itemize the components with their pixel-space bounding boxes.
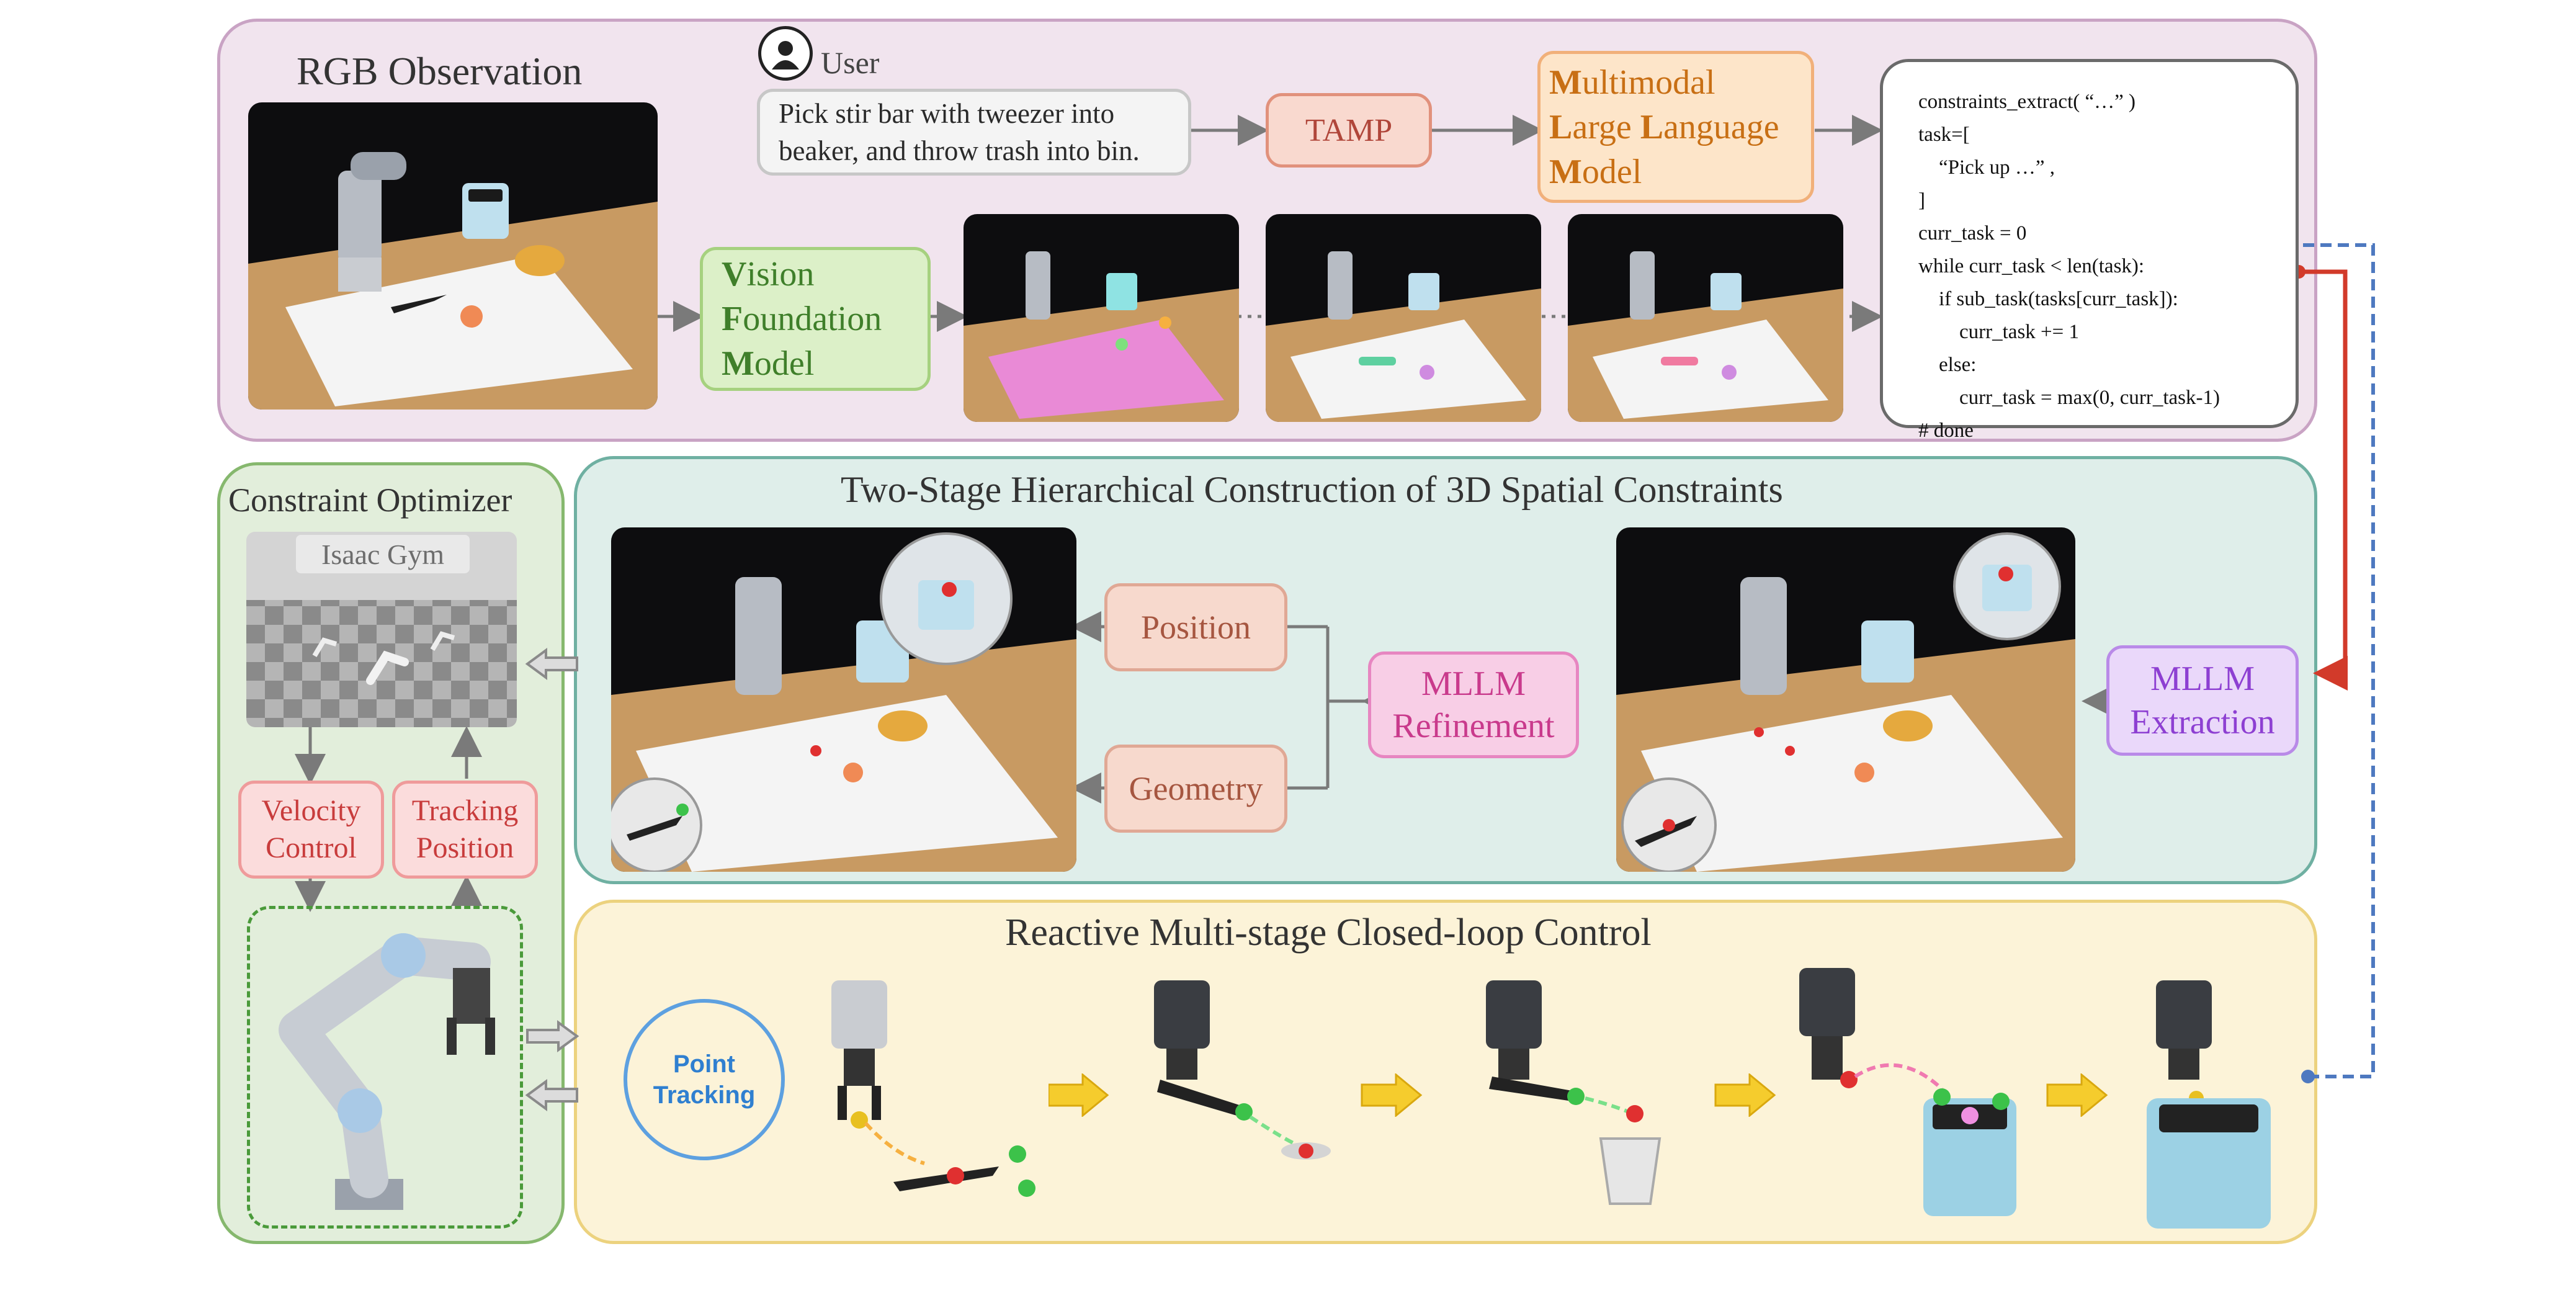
code-line: curr_task = 0 [1918, 222, 2027, 244]
vfm-line2: Foundation [722, 300, 882, 338]
code-line: curr_task = max(0, curr_task-1) [1918, 387, 2220, 409]
rgb-observation-image [248, 102, 658, 410]
segmented-frame-1 [964, 214, 1239, 422]
user-label: User [821, 45, 880, 80]
code-line: “Pick up …” , [1918, 156, 2055, 179]
user-instruction-line1: Pick stir bar with tweezer into [779, 98, 1115, 129]
constraint-optimizer-title: Constraint Optimizer [228, 481, 512, 519]
position-box: Position [1104, 583, 1287, 671]
reactive-stage-1 [831, 980, 1035, 1197]
segmented-frame-3 [1568, 214, 1843, 422]
vision-foundation-model-box: Vision Foundation Model [700, 247, 931, 391]
mllm-box: Multimodal Large Language Model [1537, 51, 1814, 203]
robot-arm-icon [279, 933, 495, 1210]
refined-constraint-image [611, 527, 1076, 872]
rgb-observation-title: RGB Observation [297, 49, 583, 93]
user-instruction-line2: beaker, and throw trash into bin. [779, 135, 1140, 166]
mllm-line1: Multimodal [1549, 63, 1715, 102]
user-instruction-box: Pick stir bar with tweezer into beaker, … [757, 89, 1191, 176]
isaac-gym-label: Isaac Gym [296, 535, 470, 573]
segmented-frame-2 [1266, 214, 1541, 422]
reactive-stage-4 [1799, 968, 2016, 1216]
code-line: constraints_extract( “…” ) [1918, 91, 2136, 113]
code-line: ] [1918, 189, 1925, 212]
code-line: while curr_task < len(task): [1918, 255, 2145, 277]
code-line: else: [1918, 354, 1977, 376]
panel-link-arrows [525, 648, 579, 1111]
two-stage-title: Two-Stage Hierarchical Construction of 3… [841, 469, 1783, 510]
vfm-line1: Vision [722, 255, 815, 293]
code-line: # done [1918, 419, 1974, 442]
mllm-line2: Large Language [1549, 107, 1779, 146]
tamp-box: TAMP [1266, 93, 1432, 168]
code-line: if sub_task(tasks[curr_task]): [1918, 288, 2178, 310]
robot-arm-frame [247, 906, 523, 1229]
reactive-stage-3 [1486, 980, 1661, 1205]
geometry-box: Geometry [1104, 745, 1287, 833]
user-icon [758, 26, 813, 81]
reactive-stage-5 [2147, 980, 2271, 1229]
code-box [1880, 59, 2299, 428]
extracted-constraint-image [1616, 527, 2075, 872]
reactive-control-title: Reactive Multi-stage Closed-loop Control [1005, 911, 1652, 954]
mllm-line3: Model [1549, 152, 1642, 191]
reactive-stage-2 [1154, 980, 1331, 1160]
code-line: task=[ [1918, 123, 1970, 146]
code-line: curr_task += 1 [1918, 321, 2080, 343]
vfm-line3: Model [722, 344, 815, 383]
code-block: constraints_extract( “…” ) task=[ “Pick u… [1918, 86, 2220, 447]
stage-arrows [1049, 1073, 2108, 1117]
tamp-label: TAMP [1305, 112, 1393, 148]
